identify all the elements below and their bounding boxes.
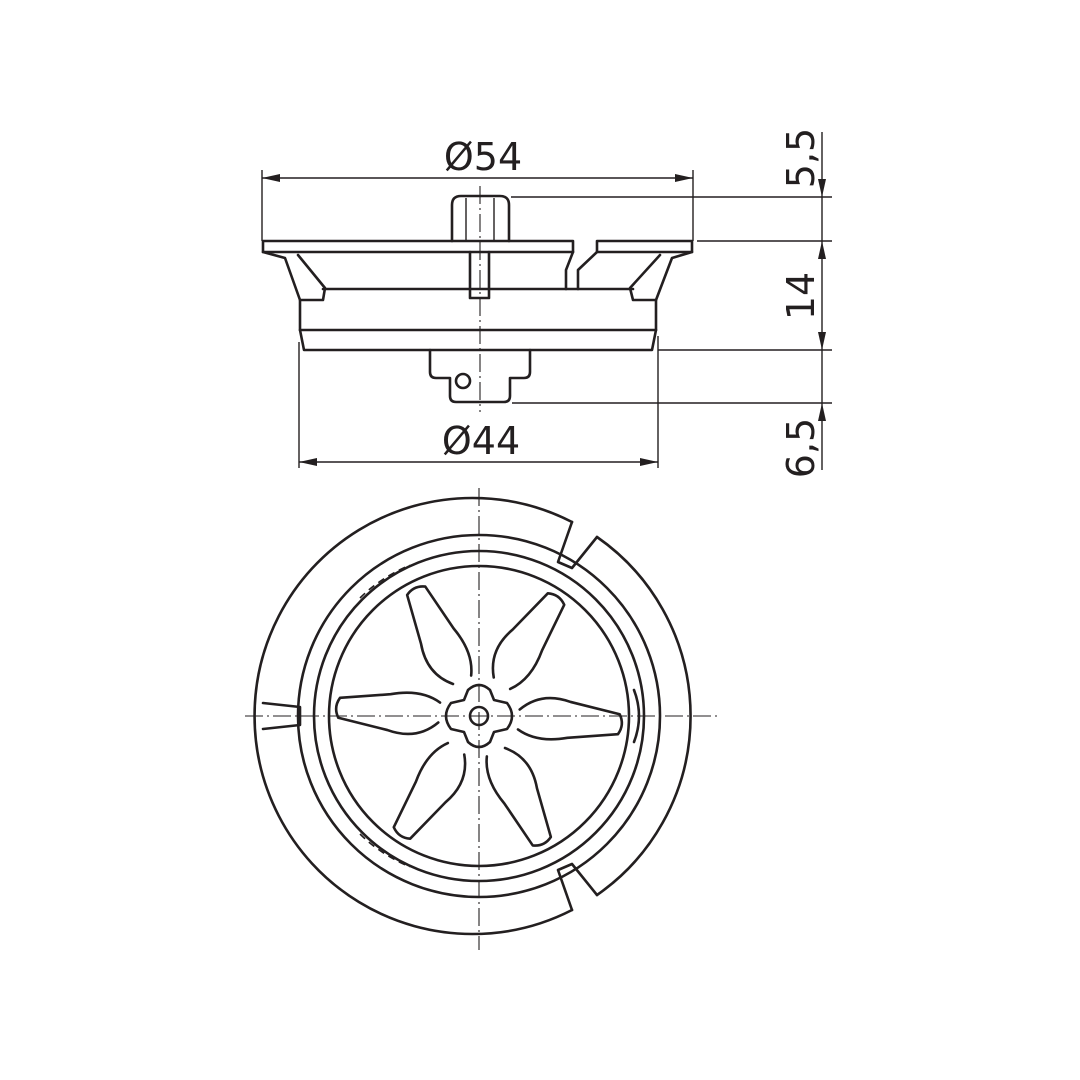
strainer-spoke [491,591,566,691]
strainer-spoke [485,746,553,847]
arrow-14-bottom [818,332,826,350]
dim-label-14: 14 [779,272,823,320]
body-ring-outer [312,549,646,883]
body [298,298,658,332]
strainer-spoke [392,741,467,841]
stem-pin [454,372,472,390]
flange-left [261,239,575,254]
arrow-14-top [818,241,826,259]
right-skirt [628,250,694,302]
flange-right [595,239,694,254]
bottom-stem [428,348,532,404]
arrow-d54-right [675,174,693,182]
arrow-d44-right [640,458,658,466]
hub-pin [468,705,490,727]
skirt-ring [296,533,662,899]
left-skirt [261,250,327,302]
dim-label-d44: Ø44 [442,419,520,463]
dim-label-5-5: 5,5 [779,128,823,188]
hidden-tab [359,564,411,599]
lower-seal [298,328,658,352]
center-hub [444,683,514,749]
outer-flange-arc-left [253,496,574,936]
strainer-spoke [405,585,473,686]
top-view [245,488,717,950]
arrow-d44-left [299,458,317,466]
notch-bottom [556,862,599,912]
notch-top [556,520,599,570]
strainer-spokes [334,585,624,847]
strainer-spoke [516,696,624,741]
dim-label-d54: Ø54 [444,135,522,179]
hidden-tab [359,833,411,868]
notch-left [261,701,302,731]
clip-right [632,688,641,744]
flange-notch [564,250,599,291]
dim-label-6-5: 6,5 [779,418,823,478]
arrow-6-5 [818,403,826,421]
top-knob [450,194,511,243]
arrow-5-5 [818,179,826,197]
body-ring-inner [327,564,631,868]
arrow-d54-left [262,174,280,182]
outer-flange-arc-right [595,535,692,897]
center-tab [468,250,491,300]
side-view: Ø54 Ø44 5,5 14 6,5 [261,128,832,478]
strainer-spoke [334,691,442,736]
